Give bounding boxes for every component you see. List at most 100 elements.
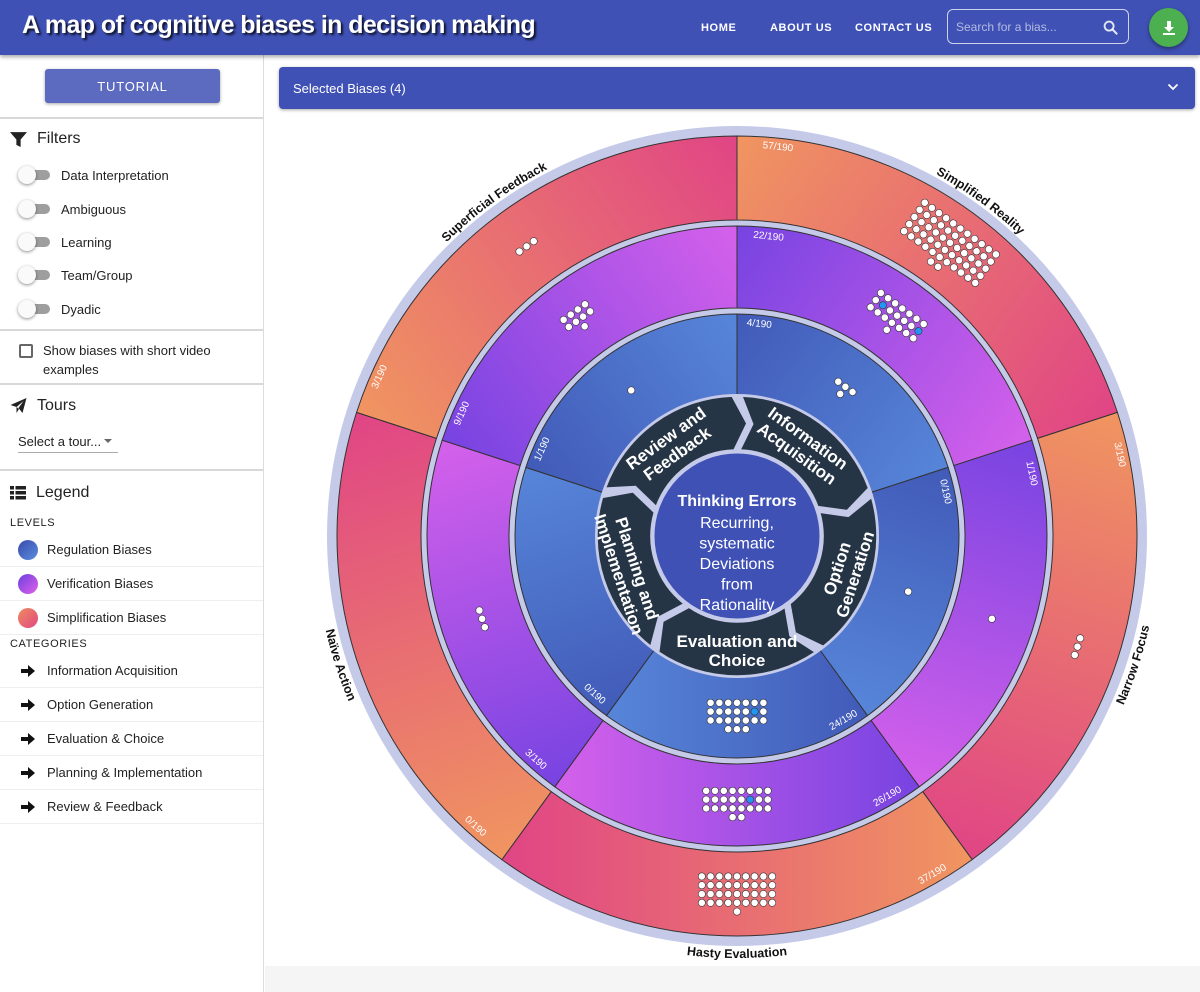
bias-dot[interactable] bbox=[906, 231, 916, 241]
bias-dot[interactable] bbox=[724, 725, 733, 734]
bias-dot[interactable] bbox=[922, 210, 932, 220]
bias-dot[interactable] bbox=[833, 377, 843, 387]
bias-dot[interactable] bbox=[733, 890, 741, 898]
bias-dot[interactable] bbox=[892, 311, 902, 321]
bias-dot[interactable] bbox=[947, 250, 957, 260]
bias-dot[interactable] bbox=[897, 303, 907, 313]
bias-dot[interactable] bbox=[942, 257, 952, 267]
bias-dot[interactable] bbox=[940, 245, 950, 255]
bias-dot[interactable] bbox=[915, 205, 925, 215]
bias-dot[interactable] bbox=[478, 614, 487, 623]
filter-dyadic[interactable]: Dyadic bbox=[18, 299, 101, 319]
bias-dot[interactable] bbox=[514, 247, 524, 257]
bias-dot[interactable] bbox=[908, 333, 918, 343]
bias-dot[interactable] bbox=[724, 890, 733, 898]
bias-dot[interactable] bbox=[962, 229, 972, 239]
bias-dot[interactable] bbox=[741, 898, 750, 907]
bias-dot[interactable] bbox=[715, 890, 724, 898]
bias-dot[interactable] bbox=[966, 253, 976, 263]
bias-dot[interactable] bbox=[697, 881, 706, 890]
nav-about-us[interactable]: ABOUT US bbox=[770, 21, 833, 34]
bias-dot[interactable] bbox=[724, 707, 733, 716]
bias-dot[interactable] bbox=[750, 716, 759, 725]
bias-dot[interactable] bbox=[911, 224, 921, 234]
bias-dot[interactable] bbox=[763, 786, 772, 795]
bias-dot[interactable] bbox=[970, 278, 980, 288]
bias-dot[interactable] bbox=[529, 236, 539, 246]
bias-dot[interactable] bbox=[724, 872, 733, 881]
bias-dot[interactable] bbox=[759, 707, 768, 716]
bias-dot[interactable] bbox=[1076, 634, 1085, 643]
bias-dot[interactable] bbox=[941, 213, 951, 223]
bias-dot[interactable] bbox=[835, 389, 845, 399]
bias-dot[interactable] bbox=[711, 795, 719, 804]
bias-dot[interactable] bbox=[702, 786, 711, 795]
bias-dot[interactable] bbox=[956, 268, 966, 278]
bias-dot[interactable] bbox=[626, 385, 636, 395]
bias-dot[interactable] bbox=[920, 242, 930, 252]
bias-dot[interactable] bbox=[737, 795, 746, 804]
bias-dot[interactable] bbox=[697, 898, 706, 907]
chevron-down-icon[interactable] bbox=[1167, 82, 1179, 92]
selected-bias-dot[interactable] bbox=[878, 300, 888, 310]
bias-dot[interactable] bbox=[913, 237, 923, 247]
bias-dot[interactable] bbox=[724, 716, 733, 725]
bias-dot[interactable] bbox=[737, 813, 746, 822]
bias-dot[interactable] bbox=[750, 872, 759, 881]
bias-dot[interactable] bbox=[715, 872, 724, 881]
bias-dot[interactable] bbox=[926, 257, 936, 267]
bias-dot[interactable] bbox=[759, 898, 768, 907]
bias-dot[interactable] bbox=[945, 238, 955, 248]
bias-dot[interactable] bbox=[741, 890, 750, 898]
bias-dot[interactable] bbox=[906, 321, 916, 331]
bias-dot[interactable] bbox=[702, 804, 711, 813]
bias-dot[interactable] bbox=[1073, 642, 1082, 651]
bias-dot[interactable] bbox=[715, 881, 724, 890]
bias-dot[interactable] bbox=[961, 260, 971, 270]
bias-dot[interactable] bbox=[733, 898, 741, 907]
bias-dot[interactable] bbox=[986, 257, 996, 267]
bias-dot[interactable] bbox=[750, 881, 759, 890]
bias-dot[interactable] bbox=[759, 890, 768, 898]
bias-dot[interactable] bbox=[979, 251, 989, 261]
video-examples-option[interactable]: Show biases with short video examples bbox=[19, 341, 239, 379]
bias-dot[interactable] bbox=[719, 795, 728, 804]
bias-dot[interactable] bbox=[715, 698, 724, 707]
toggle-switch[interactable] bbox=[18, 266, 50, 284]
bias-dot[interactable] bbox=[950, 231, 960, 241]
filter-team-group[interactable]: Team/Group bbox=[18, 265, 133, 285]
bias-dot[interactable] bbox=[697, 890, 706, 898]
bias-dot[interactable] bbox=[768, 881, 777, 890]
bias-dot[interactable] bbox=[711, 786, 719, 795]
bias-dot[interactable] bbox=[733, 707, 741, 716]
bias-dot[interactable] bbox=[936, 220, 946, 230]
bias-dot[interactable] bbox=[885, 305, 895, 315]
bias-dot[interactable] bbox=[741, 707, 750, 716]
bias-dot[interactable] bbox=[715, 898, 724, 907]
bias-dot[interactable] bbox=[904, 309, 914, 319]
bias-dot[interactable] bbox=[706, 898, 715, 907]
bias-dot[interactable] bbox=[737, 804, 746, 813]
bias-dot[interactable] bbox=[984, 244, 994, 254]
search-icon[interactable] bbox=[1103, 20, 1118, 35]
bias-dot[interactable] bbox=[759, 881, 768, 890]
bias-dot[interactable] bbox=[943, 225, 953, 235]
bias-dot[interactable] bbox=[911, 314, 921, 324]
bias-dot[interactable] bbox=[977, 239, 987, 249]
bias-dot[interactable] bbox=[920, 198, 930, 208]
bias-dot[interactable] bbox=[733, 907, 741, 916]
bias-dot[interactable] bbox=[866, 302, 876, 312]
bias-dot[interactable] bbox=[741, 872, 750, 881]
bias-dot[interactable] bbox=[759, 872, 768, 881]
bias-dot[interactable] bbox=[957, 236, 967, 246]
toggle-switch[interactable] bbox=[18, 166, 50, 184]
bias-dot[interactable] bbox=[737, 786, 746, 795]
bias-dot[interactable] bbox=[840, 382, 850, 392]
bias-dot[interactable] bbox=[715, 716, 724, 725]
bias-dot[interactable] bbox=[697, 872, 706, 881]
nav-home[interactable]: HOME bbox=[701, 21, 737, 34]
bias-dot[interactable] bbox=[728, 813, 737, 822]
bias-dot[interactable] bbox=[763, 804, 772, 813]
bias-dot[interactable] bbox=[890, 298, 900, 308]
